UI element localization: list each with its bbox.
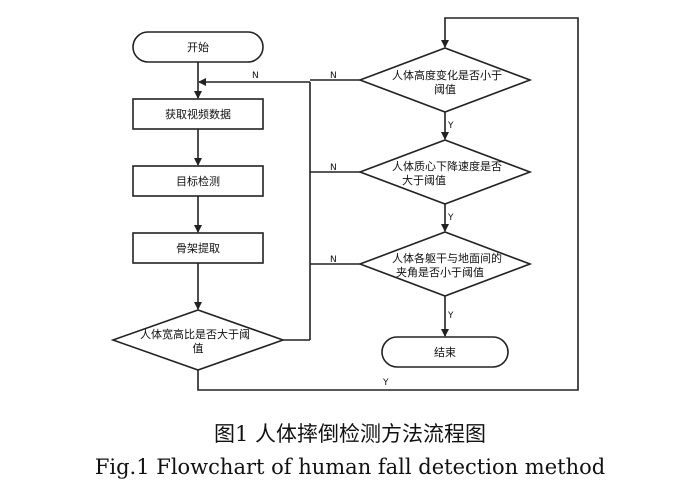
caption-chinese: 图1 人体摔倒检测方法流程图 (213, 422, 487, 446)
skeleton-label: 骨架提取 (176, 242, 220, 255)
angle-decision (357, 231, 533, 297)
get-video-label: 获取视频数据 (165, 107, 231, 121)
speed-decision (357, 139, 533, 205)
edge-label-n-angle: N (330, 255, 337, 265)
get-video-node (132, 98, 264, 130)
edge-ratio-yes-loop (197, 17, 579, 391)
flowchart: 开始 获取视频数据 目标检测 骨架提取 人体宽高比是否大于阈 值 人体高度变化是… (110, 17, 579, 391)
target-detect-node (132, 165, 264, 197)
angle-label-2: 夹角是否小于阈值 (396, 265, 484, 279)
edge-label-y-height: Y (447, 121, 454, 131)
ratio-label-2: 值 (193, 342, 204, 355)
edge-label-y-speed: Y (447, 213, 454, 223)
height-label-1: 人体高度变化是否小于 (392, 68, 502, 82)
edge-label-n-speed: N (330, 163, 337, 173)
start-label: 开始 (187, 40, 209, 54)
edge-label-y-angle: Y (447, 311, 454, 321)
speed-label-1: 人体质心下降速度是否 (392, 159, 502, 173)
ratio-label-1: 人体宽高比是否大于阈 (140, 327, 250, 341)
edge-label-y-loop: Y (382, 378, 389, 388)
height-decision (357, 47, 533, 113)
end-label: 结束 (434, 346, 456, 359)
edge-label-n-height: N (330, 71, 337, 81)
height-label-2: 阈值 (434, 82, 456, 96)
angle-label-1: 人体各躯干与地面间的 (392, 251, 502, 265)
target-detect-label: 目标检测 (176, 174, 220, 188)
edge-label-n-top: N (252, 71, 259, 81)
end-node (381, 336, 509, 368)
caption-english: Fig.1 Flowchart of human fall detection … (94, 455, 606, 479)
speed-label-2: 大于阈值 (402, 173, 446, 187)
skeleton-node (132, 232, 264, 264)
